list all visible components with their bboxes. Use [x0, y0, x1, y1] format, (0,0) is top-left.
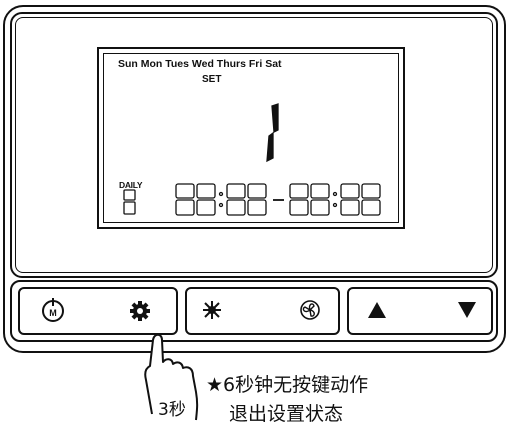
power-icon[interactable]: M: [42, 298, 64, 322]
lcd-screen-inner: [103, 53, 399, 223]
set-indicator: SET: [202, 74, 222, 85]
display-bezel: [10, 12, 498, 278]
weekday-row: Sun Mon Tues Wed Thurs Fri Sat: [118, 58, 282, 70]
pressing-hand-icon: [144, 333, 199, 421]
lcd-screen: [97, 47, 405, 229]
button-tray: [10, 280, 498, 342]
daily-indicator: DAILY: [119, 180, 143, 190]
timeout-note-line2: 退出设置状态: [229, 403, 344, 425]
day-digit: [123, 189, 136, 215]
big-digit-one: [266, 103, 279, 163]
svg-text:M: M: [49, 308, 57, 318]
gear-icon[interactable]: [130, 301, 150, 321]
display-bezel-inner: [15, 17, 493, 273]
start-time-digits: [175, 183, 267, 216]
end-time-digits: [289, 183, 381, 216]
triangle-down-icon[interactable]: [458, 302, 476, 318]
triangle-up-icon[interactable]: [368, 302, 386, 318]
sun-snowflake-icon[interactable]: [203, 301, 221, 319]
hold-duration-label: 3秒: [158, 400, 186, 420]
timeout-note-line1: ★6秒钟无按键动作: [206, 374, 369, 396]
fan-icon[interactable]: [300, 300, 320, 320]
